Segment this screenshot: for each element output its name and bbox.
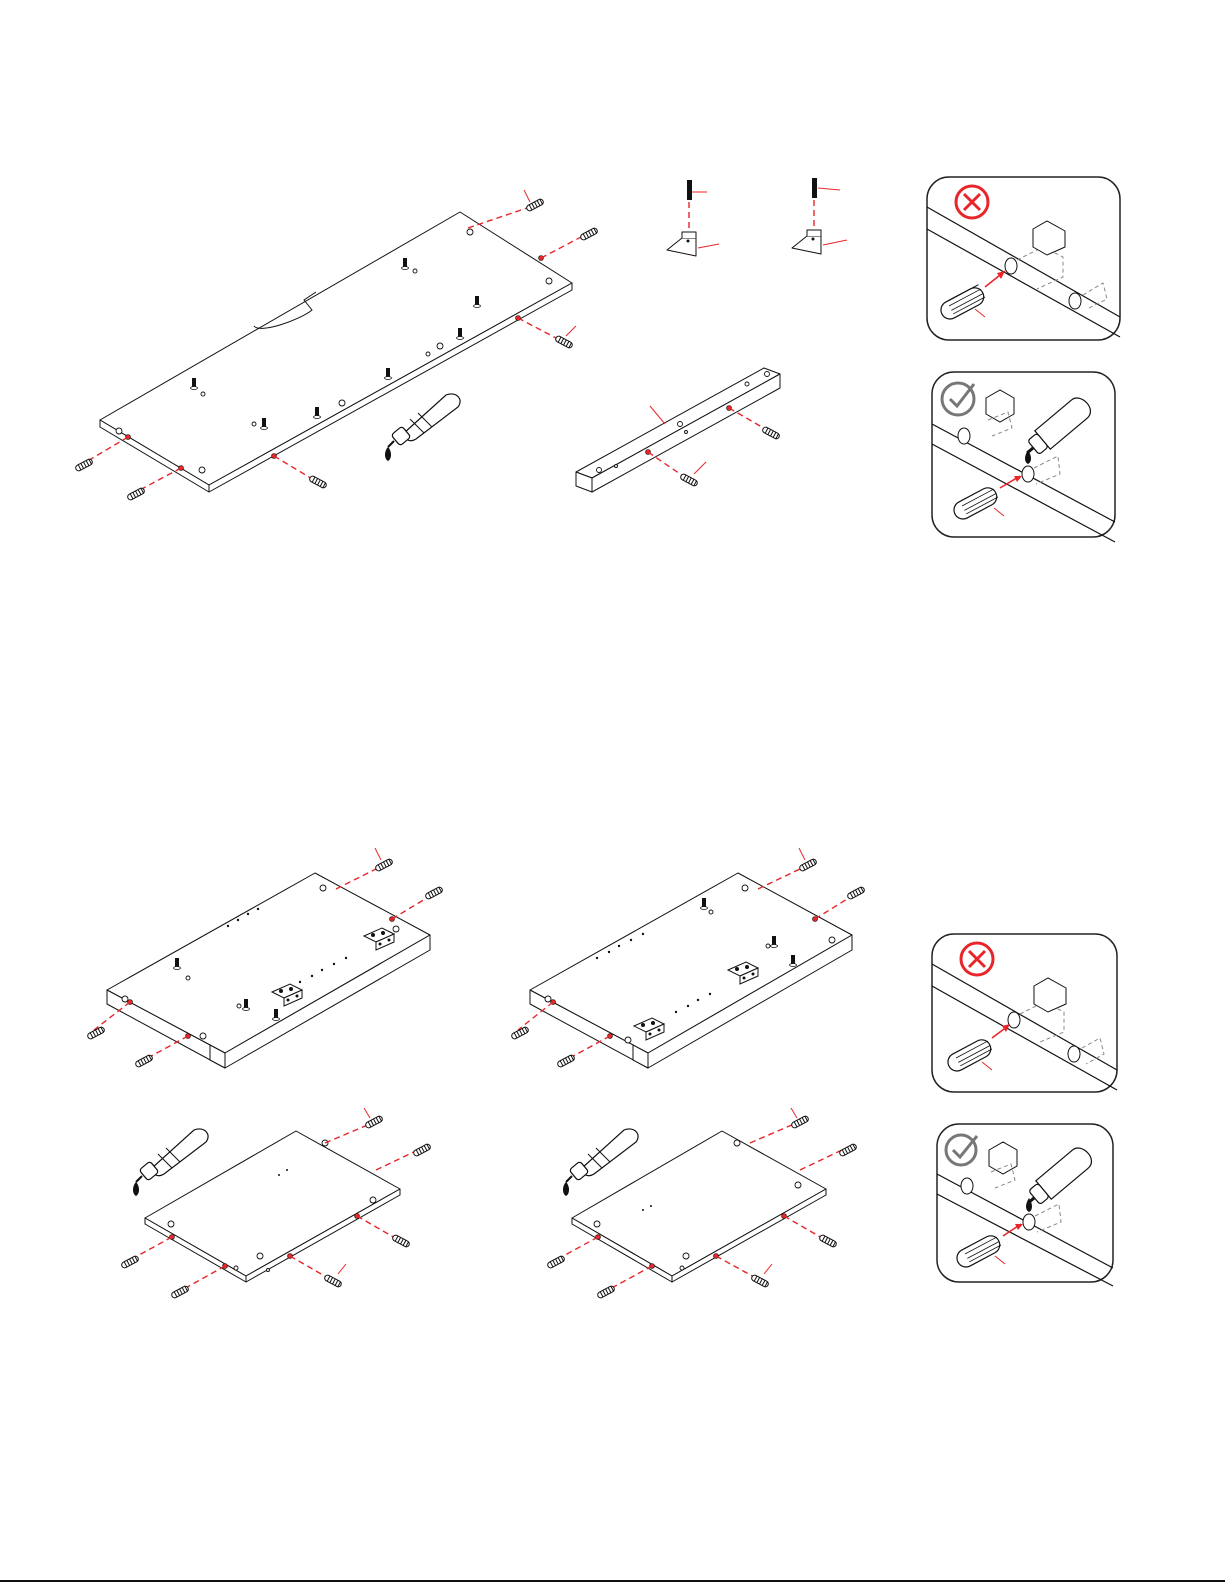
dowel-icon — [847, 886, 866, 900]
dowel-icon — [413, 1143, 432, 1157]
dowel-icon — [762, 426, 781, 440]
support-rail — [576, 368, 780, 492]
glue-bottle-icon — [385, 394, 460, 461]
detail-panel-correct-2 — [937, 1124, 1113, 1286]
dowel-icon — [121, 1255, 140, 1269]
page-footer-rule — [0, 1580, 1225, 1582]
dowel-icon — [375, 858, 394, 872]
dowel-icon — [75, 458, 94, 472]
dowel-icon — [309, 475, 328, 489]
dowel-icon — [799, 858, 818, 872]
dowel-icon — [751, 1274, 770, 1288]
dowel-icon — [526, 198, 545, 212]
dowel-icon — [127, 487, 146, 501]
dowel-icon — [365, 1115, 384, 1129]
dowel-icon — [171, 1285, 190, 1299]
check-mark-icon — [946, 1135, 976, 1165]
dowel-icon — [557, 1054, 576, 1068]
corner-bracket-left — [667, 180, 719, 256]
dowel-icon — [791, 1115, 810, 1129]
dowel-icon — [547, 1255, 566, 1269]
glue-bottle-icon — [133, 1129, 208, 1196]
dowel-icon — [324, 1274, 343, 1288]
dowel-icon — [819, 1234, 838, 1248]
dowel-icon — [392, 1234, 411, 1248]
long-side-panel — [75, 190, 599, 501]
door-panel-with-hinges-right — [511, 848, 866, 1068]
detail-panel-incorrect-1 — [927, 177, 1120, 340]
detail-panel-incorrect-2 — [932, 934, 1117, 1092]
dowel-icon — [580, 227, 599, 241]
corner-bracket-right — [792, 178, 847, 254]
dowel-icon — [680, 473, 699, 487]
dowel-icon — [135, 1054, 154, 1068]
shelf-panel-right — [547, 1108, 858, 1299]
detail-panel-correct-1 — [932, 372, 1115, 542]
door-panel-with-hinges-left — [87, 848, 444, 1068]
dowel-icon — [555, 335, 574, 349]
shelf-panel-left — [121, 1108, 432, 1299]
dowel-icon — [597, 1285, 616, 1299]
dowel-icon — [425, 886, 444, 900]
dowel-icon — [839, 1143, 858, 1157]
